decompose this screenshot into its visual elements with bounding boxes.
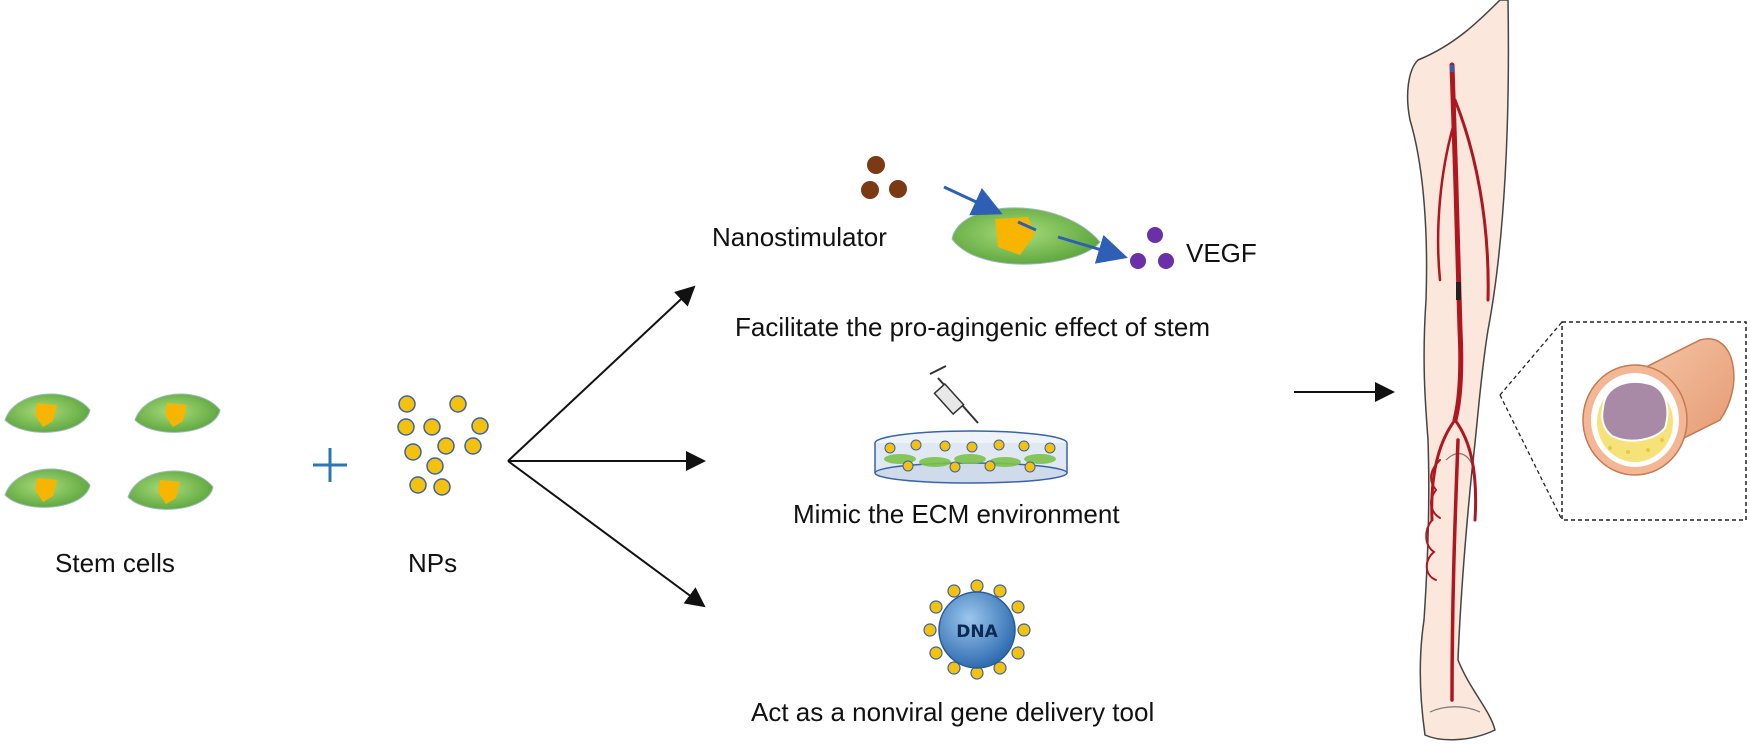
plus-icon [313, 448, 347, 482]
dish-nanoparticles [884, 439, 1056, 473]
vegf-particle-3 [1158, 253, 1174, 269]
dna-nanoparticle: DNA [923, 579, 1031, 680]
stimulator-particle-3 [889, 180, 907, 198]
leg-outline [1406, 0, 1510, 741]
stimulator-particle-2 [861, 181, 879, 199]
branch-arrows [507, 285, 1395, 608]
caption-bottom: Act as a nonviral gene delivery tool [751, 697, 1155, 727]
stem-cells-label: Stem cells [55, 548, 175, 578]
dna-label: DNA [956, 622, 998, 642]
stem-cell-3 [4, 468, 91, 508]
vessel-cross-section [1582, 338, 1735, 476]
nanoparticles-group [397, 395, 489, 496]
leg-illustration [1406, 0, 1510, 741]
nanostimulator-label: Nanostimulator [712, 222, 887, 252]
vegf-label: VEGF [1186, 238, 1257, 268]
stimulus-arrow-dash [1017, 220, 1037, 232]
stem-cell-1 [4, 393, 91, 433]
arrow-to-top [507, 285, 696, 462]
caption-top: Facilitate the pro-agingenic effect of s… [735, 312, 1210, 342]
nanostimulator-group [861, 156, 1174, 269]
vegf-particle-2 [1130, 253, 1146, 269]
syringe-icon [929, 365, 979, 424]
petri-dish [874, 365, 1068, 484]
stimulus-arrow-out [1057, 234, 1128, 264]
inset-frame [1561, 321, 1747, 521]
nps-label: NPs [408, 548, 458, 578]
stem-cell-4 [127, 470, 214, 510]
stimulus-arrow-in [943, 185, 1003, 216]
arrow-to-bottom [507, 460, 706, 608]
stimulator-particle-1 [867, 156, 885, 174]
stimulated-cell [951, 207, 1101, 265]
stem-cell-2 [134, 393, 221, 433]
stem-cells-group [4, 393, 221, 510]
zoom-connector [1499, 321, 1563, 521]
vegf-particle-1 [1147, 227, 1163, 243]
caption-middle: Mimic the ECM environment [793, 499, 1120, 529]
dish-cells [884, 454, 1056, 467]
